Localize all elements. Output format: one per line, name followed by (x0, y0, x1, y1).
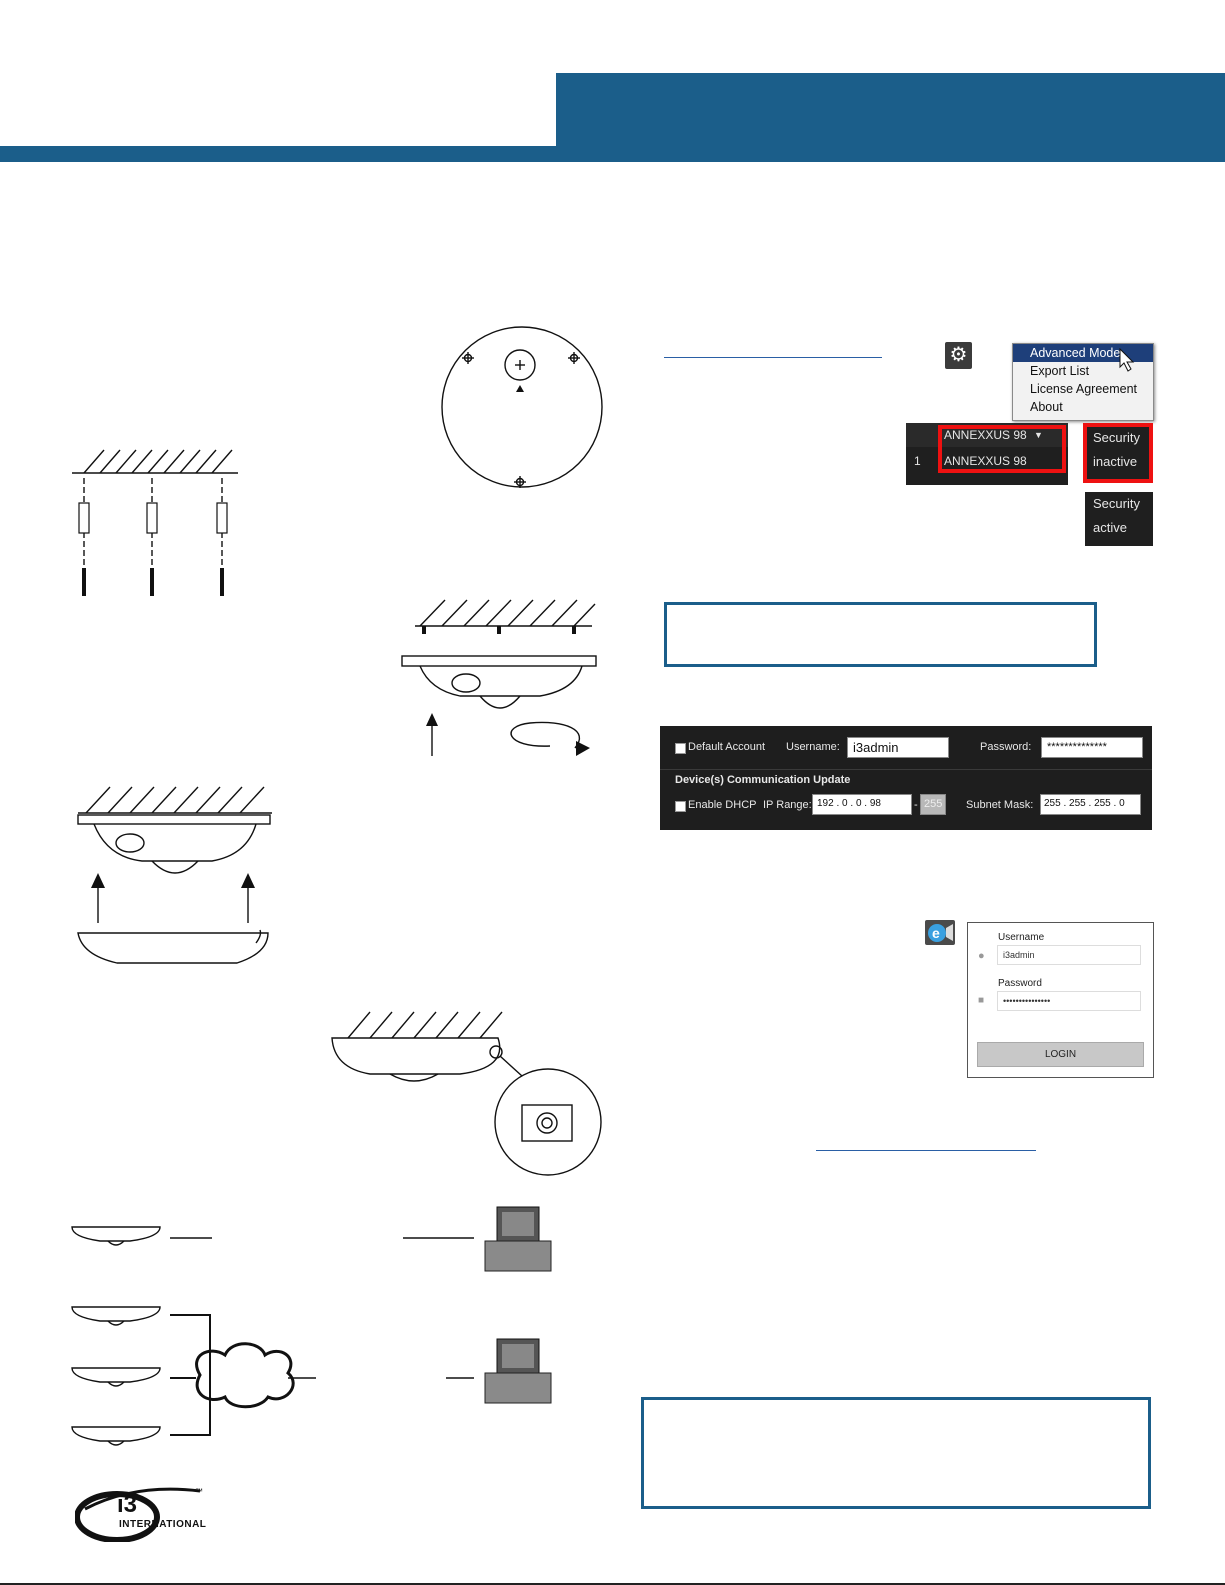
row-model: ANNEXXUS 98 (944, 454, 1027, 468)
logo-tm: ™ (195, 1487, 203, 1496)
link-underline-top[interactable] (664, 357, 882, 358)
lock-icon: ■ (978, 995, 985, 1006)
security-highlight (1083, 423, 1153, 483)
info-box-note (664, 602, 1097, 667)
password-label: Password: (980, 741, 1032, 753)
cover-attach-drawing (77, 786, 272, 964)
anchor-screws-drawing (72, 449, 238, 596)
ip-octet-3: 0 (855, 798, 862, 809)
subnet-octet-2: 255 (1069, 798, 1086, 809)
base-attach-drawing (401, 599, 597, 756)
device-list-table: ANNEXXUS 98 ▼ 1 ANNEXXUS 98 (906, 423, 1068, 485)
default-account-label: Default Account (688, 741, 766, 753)
enable-dhcp-checkbox[interactable] (675, 801, 686, 812)
section-title: Device(s) Communication Update (675, 774, 851, 786)
security-active-panel: Security active (1085, 492, 1153, 546)
credentials-panel: Default Account Username: i3admin Passwo… (660, 726, 1152, 830)
login-button[interactable]: LOGIN (977, 1042, 1144, 1067)
info-box-bottom (641, 1397, 1151, 1509)
ip-range-dash: - (914, 799, 918, 811)
row-index: 1 (914, 454, 921, 468)
i3-logo: i3 INTERNATIONAL ™ (75, 1487, 210, 1542)
security-inactive-status[interactable]: inactive (1093, 454, 1138, 469)
ip-octet-2: 0 (842, 798, 848, 809)
table-row[interactable]: 1 ANNEXXUS 98 (906, 449, 1068, 473)
gear-icon: ⚙ (949, 344, 968, 366)
header-rule (0, 146, 1225, 162)
password-field[interactable]: ************** (1041, 737, 1143, 758)
username-label: Username (998, 932, 1045, 943)
security-inactive-panel: Security inactive (1085, 426, 1153, 480)
ip-octet-1: 192 (817, 798, 834, 809)
user-icon: ● (978, 950, 985, 962)
header-banner (556, 73, 1225, 159)
login-panel: Username ● i3admin Password ■ ••••••••••… (967, 922, 1154, 1078)
subnet-mask-label: Subnet Mask: (966, 799, 1034, 811)
security-header: Security (1093, 496, 1140, 511)
subnet-octet-3: 255 (1094, 798, 1111, 809)
settings-gear-button[interactable]: ⚙ (945, 342, 972, 369)
username-field[interactable]: i3admin (847, 737, 949, 758)
cover-lock-drawing (331, 1011, 602, 1176)
ip-range-start-field[interactable]: 192 . 0 . 0 . 98 (812, 794, 912, 815)
password-label: Password (998, 978, 1042, 989)
browser-icon[interactable]: e (925, 920, 955, 945)
subnet-octet-1: 255 (1044, 798, 1061, 809)
mounting-template-drawing (441, 326, 603, 488)
menu-item-license-agreement[interactable]: License Agreement (1030, 382, 1138, 396)
svg-text:e: e (932, 925, 940, 941)
utility-menu: Advanced Mode Export List License Agreem… (1012, 343, 1154, 421)
password-input[interactable]: ••••••••••••••• (997, 991, 1141, 1011)
model-highlight (938, 425, 1066, 473)
menu-item-export-list[interactable]: Export List (1030, 364, 1090, 378)
network-diagram (71, 1206, 552, 1446)
mouse-cursor-icon (1119, 348, 1135, 372)
default-account-checkbox[interactable] (675, 743, 686, 754)
model-dropdown-value[interactable]: ANNEXXUS 98 (944, 428, 1027, 442)
footer-rule (0, 1583, 1225, 1585)
username-input[interactable]: i3admin (997, 945, 1141, 965)
section-divider (660, 769, 1152, 770)
chevron-down-icon[interactable]: ▼ (1034, 430, 1043, 440)
subnet-mask-field[interactable]: 255 . 255 . 255 . 0 (1040, 794, 1141, 815)
ip-range-end-field[interactable]: 255 (920, 794, 946, 815)
link-underline-bottom[interactable] (816, 1150, 1036, 1151)
logo-sub: INTERNATIONAL (119, 1519, 207, 1530)
security-active-status[interactable]: active (1093, 520, 1127, 535)
security-header: Security (1093, 430, 1140, 445)
menu-item-about[interactable]: About (1030, 400, 1063, 414)
ip-range-label: IP Range: (763, 799, 812, 811)
subnet-octet-4: 0 (1119, 798, 1125, 809)
username-label: Username: (786, 741, 840, 753)
logo-brand: i3 (117, 1491, 138, 1518)
menu-item-advanced-mode[interactable]: Advanced Mode (1013, 344, 1153, 362)
enable-dhcp-label: Enable DHCP (688, 799, 757, 811)
ip-octet-4: 98 (869, 798, 881, 809)
